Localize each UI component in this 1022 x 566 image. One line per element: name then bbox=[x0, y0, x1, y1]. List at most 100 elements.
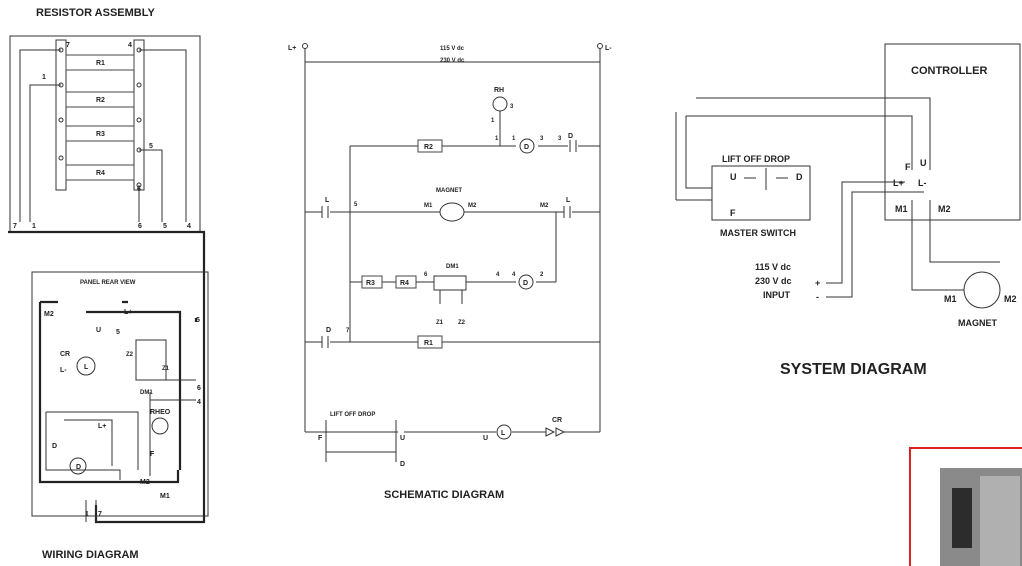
coil-l-label: L bbox=[84, 364, 89, 371]
svg-text:R4: R4 bbox=[400, 280, 409, 287]
svg-text:DM1: DM1 bbox=[446, 264, 459, 270]
controller-box bbox=[884, 43, 1021, 221]
master-switch-title: LIFT OFF DROP bbox=[722, 154, 790, 164]
svg-text:L: L bbox=[501, 430, 506, 437]
lead-4: 4 bbox=[187, 223, 191, 230]
svg-text:U: U bbox=[920, 158, 927, 168]
svg-text:M2: M2 bbox=[540, 203, 549, 209]
lead-6: 6 bbox=[138, 223, 142, 230]
product-photo-frame bbox=[909, 447, 1022, 566]
svg-text:CR: CR bbox=[552, 417, 562, 424]
system-diagram-title: SYSTEM DIAGRAM bbox=[780, 361, 927, 378]
master-switch-label: MASTER SWITCH bbox=[720, 228, 796, 238]
svg-text:M2: M2 bbox=[938, 204, 951, 214]
label-l-plus-2: L+ bbox=[98, 423, 106, 430]
supply-230: 230 V dc bbox=[440, 58, 465, 64]
resistor-r2 bbox=[65, 91, 135, 108]
svg-text:R2: R2 bbox=[424, 144, 433, 151]
svg-text:L+: L+ bbox=[893, 178, 904, 188]
resistor-r3 bbox=[65, 125, 135, 142]
svg-text:4: 4 bbox=[496, 272, 500, 278]
rheostat-rh bbox=[492, 96, 508, 112]
lead-6b: 6 bbox=[197, 385, 201, 392]
lead-1: 1 bbox=[32, 223, 36, 230]
schematic-lift-off-drop: LIFT OFF DROP bbox=[330, 412, 375, 418]
lead-7b: 7 bbox=[98, 511, 102, 518]
schematic-r1 bbox=[417, 335, 443, 349]
label-5b: 5 bbox=[196, 317, 200, 324]
label-u: U bbox=[96, 327, 101, 334]
svg-text:2: 2 bbox=[540, 272, 544, 278]
wiring-diagram: RESISTOR ASSEMBLY R1 R2 R3 R4 7 4 1 5 6 … bbox=[8, 7, 209, 561]
svg-text:6: 6 bbox=[424, 272, 428, 278]
label-cr: CR bbox=[60, 351, 70, 358]
svg-text:230 V dc: 230 V dc bbox=[755, 276, 792, 286]
label-f: F bbox=[150, 451, 155, 458]
label-m1: M1 bbox=[160, 493, 170, 500]
lead-1b: 1 bbox=[85, 511, 89, 518]
schematic-title: SCHEMATIC DIAGRAM bbox=[384, 489, 504, 501]
svg-text:D: D bbox=[523, 280, 528, 287]
resistor-r1-label: R1 bbox=[96, 60, 105, 67]
label-m2: M2 bbox=[44, 311, 54, 318]
svg-text:M1: M1 bbox=[895, 204, 908, 214]
schematic-magnet bbox=[439, 202, 465, 222]
svg-text:D: D bbox=[326, 327, 331, 334]
svg-text:R1: R1 bbox=[424, 340, 433, 347]
controller-title: CONTROLLER bbox=[911, 65, 987, 77]
resistor-r2-label: R2 bbox=[96, 97, 105, 104]
label-rh: RH bbox=[494, 87, 504, 94]
svg-text:F: F bbox=[318, 435, 323, 442]
svg-text:D: D bbox=[796, 172, 803, 182]
resistor-r1 bbox=[65, 54, 135, 71]
svg-text:1: 1 bbox=[491, 118, 495, 124]
svg-text:Z2: Z2 bbox=[458, 320, 466, 326]
coil-d bbox=[69, 457, 87, 475]
panel-rear-title: PANEL REAR VIEW bbox=[80, 280, 136, 286]
svg-text:R3: R3 bbox=[366, 280, 375, 287]
term-7: 7 bbox=[66, 42, 70, 49]
svg-text:F: F bbox=[905, 162, 911, 172]
svg-text:M2: M2 bbox=[1004, 294, 1017, 304]
label-l-minus: L- bbox=[60, 367, 67, 374]
resistor-r3-label: R3 bbox=[96, 131, 105, 138]
label-5: 5 bbox=[116, 329, 120, 336]
system-diagram: CONTROLLER F U L+ L- M1 M2 LIFT OFF DROP… bbox=[675, 43, 1022, 566]
svg-text:3: 3 bbox=[558, 136, 562, 142]
schematic-r3 bbox=[361, 275, 383, 289]
term-4: 4 bbox=[128, 42, 132, 49]
svg-text:M1: M1 bbox=[944, 294, 957, 304]
svg-text:4: 4 bbox=[512, 272, 516, 278]
schematic-magnet-label: MAGNET bbox=[436, 188, 462, 194]
label-z1: Z1 bbox=[162, 366, 170, 372]
svg-text:L: L bbox=[325, 197, 330, 204]
svg-text:U: U bbox=[400, 435, 405, 442]
schematic-l-plus: L+ bbox=[288, 45, 296, 52]
supply-115: 115 V dc bbox=[440, 46, 465, 52]
schematic-l-minus: L- bbox=[605, 45, 612, 52]
resistor-rail-right bbox=[133, 39, 145, 191]
svg-text:115 V dc: 115 V dc bbox=[755, 262, 791, 272]
svg-text:5: 5 bbox=[354, 202, 358, 208]
panel-rear-frame bbox=[31, 271, 209, 517]
master-switch-box bbox=[711, 165, 811, 221]
svg-text:U: U bbox=[483, 435, 488, 442]
svg-text:7: 7 bbox=[346, 328, 350, 334]
dm1-block bbox=[135, 339, 167, 381]
svg-text:F: F bbox=[730, 208, 736, 218]
label-z2: Z2 bbox=[126, 352, 134, 358]
system-magnet bbox=[963, 271, 1001, 309]
resistor-r4 bbox=[65, 164, 135, 181]
svg-text:3: 3 bbox=[540, 136, 544, 142]
svg-text:3: 3 bbox=[510, 104, 514, 110]
label-rheo: RHEO bbox=[150, 409, 171, 416]
svg-text:D: D bbox=[568, 133, 573, 140]
schematic-dm1 bbox=[433, 275, 467, 291]
svg-text:-: - bbox=[816, 292, 819, 302]
label-dm1: DM1 bbox=[140, 390, 153, 396]
coil-l bbox=[76, 356, 96, 376]
svg-text:M1: M1 bbox=[424, 203, 433, 209]
wiring-diagram-title: WIRING DIAGRAM bbox=[42, 549, 139, 561]
schematic-coil-l bbox=[496, 424, 512, 440]
svg-text:+: + bbox=[815, 278, 820, 288]
